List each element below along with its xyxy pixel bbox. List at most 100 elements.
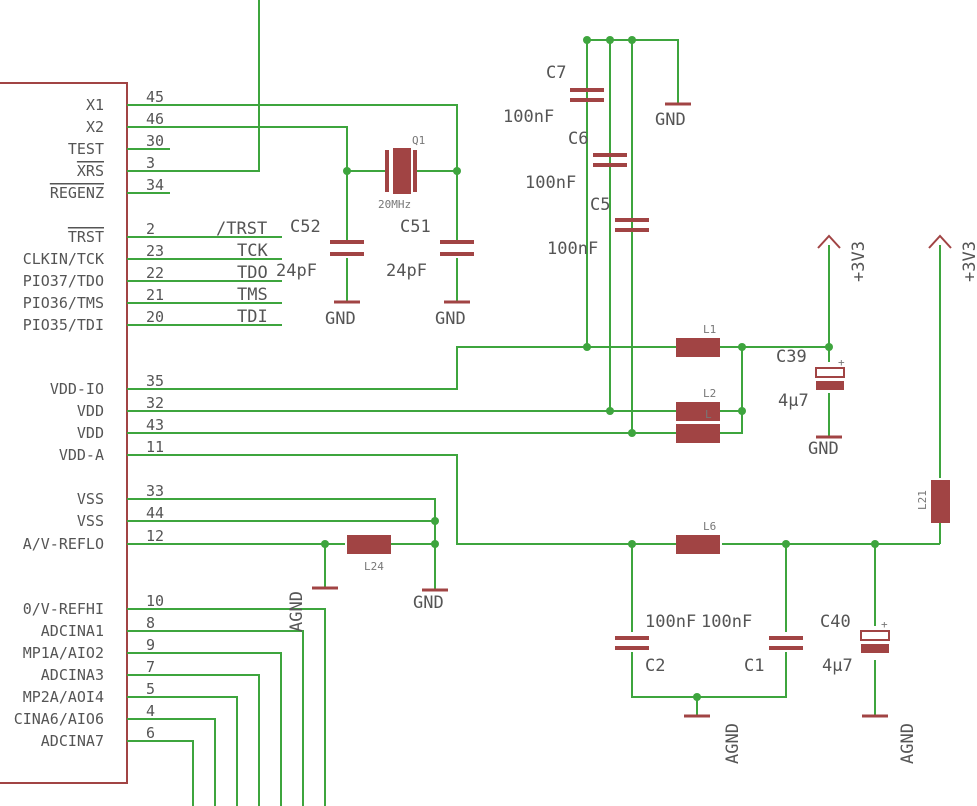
electrolytic-top xyxy=(860,630,890,641)
labels: /TRST TCK TDO TMS TDI C52 24pF GND C51 2… xyxy=(216,63,977,764)
supply-label-right: +3V3 xyxy=(960,241,977,282)
crystal-body xyxy=(393,148,411,194)
ic-pin-name: ADCINA3 xyxy=(41,666,104,684)
junction xyxy=(606,36,614,44)
c51-value: 24pF xyxy=(386,261,427,281)
inductor-l2b xyxy=(676,424,720,443)
junctions xyxy=(321,36,879,701)
c1-ref: C1 xyxy=(744,656,764,676)
wire-vrefhi xyxy=(170,608,326,806)
ic-pin-name: VDD-A xyxy=(59,446,104,464)
l21-label: L21 xyxy=(916,490,929,510)
supply-label-left: +3V3 xyxy=(849,241,869,282)
agnd-label-l24: AGND xyxy=(287,591,307,632)
junction xyxy=(628,36,636,44)
ic-pin-name: PIO36/TMS xyxy=(23,294,104,312)
ic-pin-number: 20 xyxy=(146,308,164,326)
l2b-label: L xyxy=(705,408,712,421)
wire-c2-c1-bottom xyxy=(631,652,787,698)
ic-pin-number: 4 xyxy=(146,702,155,720)
crystal-value: 20MHz xyxy=(378,198,411,211)
ic-pin-name: VDD-IO xyxy=(50,380,104,398)
c7-ref: C7 xyxy=(546,63,566,83)
ic-pin-number: 43 xyxy=(146,416,164,434)
wire-aio6 xyxy=(170,718,216,806)
c6-ref: C6 xyxy=(568,129,588,149)
l2-label: L2 xyxy=(703,387,716,400)
electrolytic-bottom xyxy=(861,644,889,653)
agnd-label-c: AGND xyxy=(723,723,743,764)
ic-pin-name: X2 xyxy=(86,118,104,136)
ic-pin-number: 45 xyxy=(146,88,164,106)
ic-pin-number: 10 xyxy=(146,592,164,610)
wire-l2b-right xyxy=(720,347,743,434)
ic-pin-number: 22 xyxy=(146,264,164,282)
inductor-l24 xyxy=(347,535,391,554)
inductor-l2 xyxy=(676,402,720,421)
c40-value: 4µ7 xyxy=(822,656,853,676)
junction xyxy=(628,429,636,437)
junction xyxy=(693,693,701,701)
ic-pin-name: PIO37/TDO xyxy=(23,272,104,290)
c40-plus: + xyxy=(881,618,888,631)
wires xyxy=(127,0,941,806)
c52-ref: C52 xyxy=(290,217,321,237)
ic-pin-name: REGENZ xyxy=(50,184,104,202)
ic-pin-name: CINA6/AIO6 xyxy=(14,710,104,728)
ic-pin-number: 8 xyxy=(146,614,155,632)
c51-gnd-label: GND xyxy=(435,309,466,329)
c39-plus: + xyxy=(838,356,845,369)
ic-pin-number: 32 xyxy=(146,394,164,412)
ic-pin-name: VSS xyxy=(77,490,104,508)
c51-ref: C51 xyxy=(400,217,431,237)
agnd-label-c40: AGND xyxy=(898,723,918,764)
wire-adcina7 xyxy=(170,740,194,806)
c5-ref: C5 xyxy=(590,195,610,215)
ic-pin-number: 12 xyxy=(146,527,164,545)
ic-pin-number: 35 xyxy=(146,372,164,390)
l1-label: L1 xyxy=(703,323,716,336)
ic-pin-name: MP1A/AIO2 xyxy=(23,644,104,662)
junction xyxy=(871,540,879,548)
junction xyxy=(628,540,636,548)
c6-value: 100nF xyxy=(525,173,576,193)
c39-value: 4µ7 xyxy=(778,391,809,411)
wire-vss33 xyxy=(170,498,436,590)
ic-pin-number: 30 xyxy=(146,132,164,150)
ic-pin-number: 3 xyxy=(146,154,155,172)
c5-value: 100nF xyxy=(547,239,598,259)
ic-pin-number: 2 xyxy=(146,220,155,238)
ic-pin-number: 23 xyxy=(146,242,164,260)
inductors xyxy=(347,338,950,554)
wire-aoi4 xyxy=(170,696,238,806)
ic-pin-number: 21 xyxy=(146,286,164,304)
ic-pin-number: 34 xyxy=(146,176,164,194)
ic-pin-name: 0/V-REFHI xyxy=(23,600,104,618)
c52-value: 24pF xyxy=(276,261,317,281)
net-label-trst: /TRST xyxy=(216,219,267,239)
ic-pin-number: 44 xyxy=(146,504,164,522)
junction xyxy=(453,167,461,175)
ic-pin-name: VDD xyxy=(77,402,104,420)
top-gnd-label: GND xyxy=(655,110,686,130)
l24-label: L24 xyxy=(364,560,384,573)
ic-pin-number: 11 xyxy=(146,438,164,456)
c2-ref: C2 xyxy=(645,656,665,676)
electrolytic-top xyxy=(815,367,845,378)
wire-aio2 xyxy=(170,652,282,806)
junction xyxy=(583,36,591,44)
ic-pin-name: ADCINA1 xyxy=(41,622,104,640)
wire-top-rail xyxy=(587,39,679,104)
net-label-tdi: TDI xyxy=(237,307,268,327)
wire-xrs xyxy=(170,0,260,172)
l6-label: L6 xyxy=(703,520,716,533)
ic-pin-number: 9 xyxy=(146,636,155,654)
wire-adcina3 xyxy=(170,674,260,806)
junction xyxy=(431,540,439,548)
ic-pin-name: VDD xyxy=(77,424,104,442)
c39-gnd-label: GND xyxy=(808,439,839,459)
supply-arrow xyxy=(928,234,952,249)
electrolytic-bottom xyxy=(816,381,844,390)
ic-pin-number: 33 xyxy=(146,482,164,500)
